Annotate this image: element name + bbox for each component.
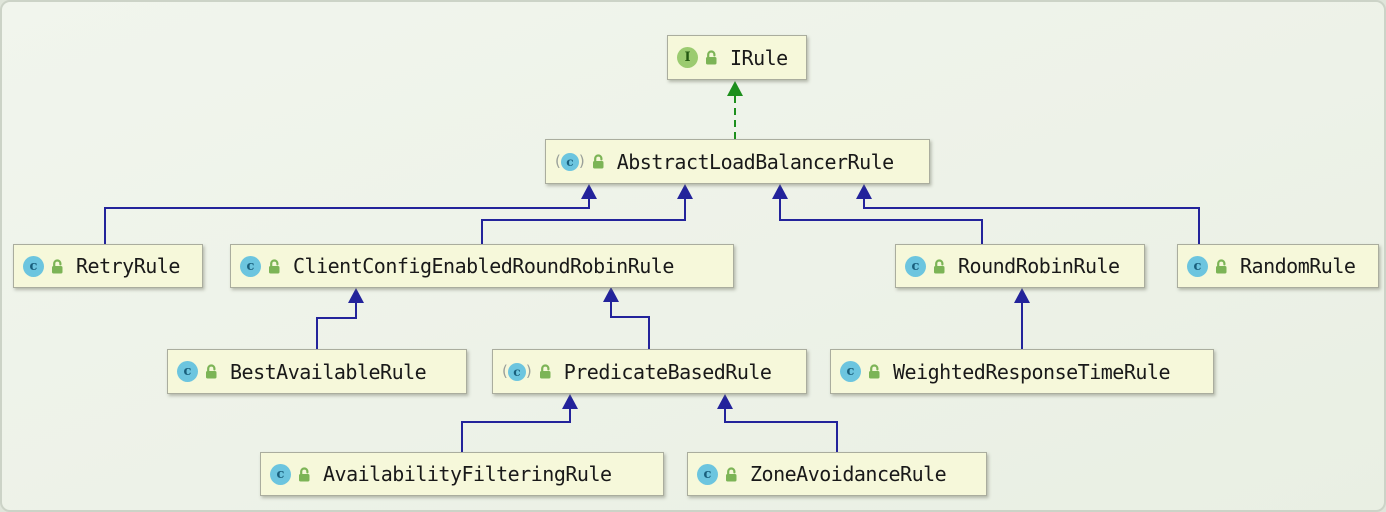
open-lock-icon — [49, 258, 66, 275]
interface-icon: I — [677, 47, 698, 68]
edge-availability-filtering-rule-extends-predicate-based-rule — [461, 409, 571, 452]
class-icon: c — [840, 361, 861, 382]
edge-round-robin-rule-extends-abstract-load-balancer-rule — [779, 199, 983, 244]
edge-best-available-rule-extends-client-config-enabled-round-robin-rule — [316, 303, 357, 349]
edge-predicate-based-rule-extends-client-config-enabled-round-robin-rule — [610, 302, 650, 349]
arrowhead-extends-abstract-load-balancer-rule — [677, 184, 693, 199]
open-lock-icon — [866, 363, 883, 380]
class-icon: c — [270, 463, 291, 485]
node-icons: (c) — [555, 152, 607, 171]
class-node-predicate-based-rule[interactable]: (c) PredicateBasedRule — [492, 349, 807, 394]
class-icon: c — [697, 463, 718, 485]
class-name-label: ZoneAvoidanceRule — [750, 462, 947, 486]
node-icons: c — [1187, 255, 1230, 277]
node-icons: c — [240, 255, 283, 277]
open-lock-icon — [703, 49, 720, 66]
class-icon: c — [23, 255, 44, 277]
abstract-paren-close: ) — [578, 152, 585, 170]
node-icons: I — [677, 47, 720, 68]
class-icon: c — [507, 362, 526, 381]
class-node-round-robin-rule[interactable]: c RoundRobinRule — [895, 244, 1145, 288]
class-node-best-available-rule[interactable]: c BestAvailableRule — [167, 349, 467, 394]
open-lock-icon — [203, 363, 220, 380]
abstract-class-icon: (c) — [555, 152, 585, 171]
class-name-label: WeightedResponseTimeRule — [893, 359, 1170, 384]
arrowhead-extends-client-config-enabled-round-robin-rule — [348, 288, 364, 303]
node-icons: c — [905, 255, 948, 277]
abstract-class-icon: (c) — [502, 362, 532, 381]
abstract-paren-close: ) — [525, 362, 532, 380]
open-lock-icon — [537, 363, 554, 380]
edge-random-rule-extends-abstract-load-balancer-rule — [863, 199, 1200, 244]
class-node-zone-avoidance-rule[interactable]: c ZoneAvoidanceRule — [687, 452, 987, 496]
open-lock-icon — [266, 258, 283, 275]
class-node-abstract-load-balancer-rule[interactable]: (c) AbstractLoadBalancerRule — [545, 139, 930, 184]
open-lock-icon — [723, 466, 740, 483]
node-icons: c — [177, 361, 220, 382]
arrowhead-implements-irule — [727, 81, 743, 96]
arrowhead-extends-predicate-based-rule — [717, 394, 733, 409]
node-icons: c — [23, 255, 66, 277]
class-icon: c — [177, 361, 198, 382]
class-name-label: IRule — [730, 45, 788, 70]
abstract-paren-open: ( — [502, 362, 508, 380]
class-name-label: ClientConfigEnabledRoundRobinRule — [293, 254, 674, 278]
open-lock-icon — [931, 258, 948, 275]
arrowhead-extends-abstract-load-balancer-rule — [772, 184, 788, 199]
arrowhead-extends-predicate-based-rule — [562, 394, 578, 409]
class-icon: c — [560, 152, 579, 171]
class-name-label: AbstractLoadBalancerRule — [616, 149, 894, 174]
abstract-paren-open: ( — [555, 152, 561, 170]
arrowhead-extends-round-robin-rule — [1014, 288, 1030, 303]
arrowhead-extends-abstract-load-balancer-rule — [856, 184, 872, 199]
class-node-weighted-response-time-rule[interactable]: c WeightedResponseTimeRule — [830, 349, 1214, 394]
arrowhead-extends-abstract-load-balancer-rule — [581, 184, 597, 199]
class-node-random-rule[interactable]: c RandomRule — [1177, 244, 1379, 288]
open-lock-icon — [1213, 258, 1230, 275]
class-icon: c — [240, 255, 261, 277]
open-lock-icon — [590, 153, 607, 170]
open-lock-icon — [296, 466, 313, 483]
class-node-client-config-enabled-round-robin-rule[interactable]: c ClientConfigEnabledRoundRobinRule — [230, 244, 734, 288]
edge-retry-rule-extends-abstract-load-balancer-rule — [104, 199, 590, 244]
node-icons: c — [840, 361, 883, 382]
class-icon: c — [1187, 255, 1208, 277]
class-name-label: AvailabilityFilteringRule — [323, 462, 612, 486]
class-node-availability-filtering-rule[interactable]: c AvailabilityFilteringRule — [260, 452, 664, 496]
arrowhead-extends-client-config-enabled-round-robin-rule — [603, 287, 619, 302]
class-node-retry-rule[interactable]: c RetryRule — [13, 244, 203, 288]
node-icons: (c) — [502, 362, 554, 381]
class-name-label: BestAvailableRule — [230, 359, 427, 384]
class-name-label: RandomRule — [1240, 254, 1356, 278]
class-icon: c — [905, 255, 926, 277]
class-node-irule[interactable]: I IRule — [667, 35, 807, 80]
class-name-label: RoundRobinRule — [958, 254, 1120, 278]
edge-zone-avoidance-rule-extends-predicate-based-rule — [724, 409, 838, 452]
node-icons: c — [697, 463, 740, 485]
node-icons: c — [270, 463, 313, 485]
class-name-label: PredicateBasedRule — [563, 359, 772, 384]
edge-client-config-enabled-round-robin-rule-extends-abstract-load-balancer-rule — [481, 199, 686, 244]
class-name-label: RetryRule — [76, 254, 180, 278]
